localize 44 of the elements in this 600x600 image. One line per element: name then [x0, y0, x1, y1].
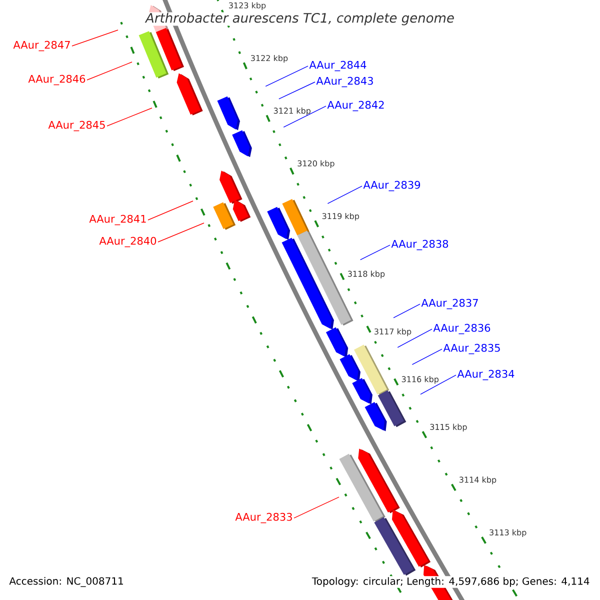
footer-text: Accession: NC_008711: [8, 576, 125, 588]
gene-label: AAur_2837: [421, 298, 478, 310]
leader-line: [278, 82, 316, 100]
gene-label: AAur_2847: [13, 40, 70, 52]
scale-label: 3113 kbp: [490, 529, 526, 537]
leader-line: [72, 30, 118, 46]
scale-label: 3117 kbp: [374, 328, 412, 336]
leader-line: [283, 106, 326, 128]
title: Arthrobacter aurescens TC1, complete genome: [144, 12, 455, 26]
scale-label: 3115 kbp: [430, 424, 467, 432]
gene-label: AAur_2839: [363, 180, 420, 192]
leader-line: [412, 348, 442, 365]
gene-label: AAur_2840: [99, 236, 156, 248]
gene-label: AAur_2845: [48, 120, 105, 132]
scale-label: 3119 kbp: [322, 212, 360, 221]
leader-line: [265, 66, 308, 87]
leader-line: [327, 186, 362, 204]
scale-label: 3121 kbp: [274, 108, 311, 116]
leader-line: [397, 328, 432, 348]
gene-label: AAur_2841: [89, 214, 146, 226]
gene-label: AAur_2838: [391, 240, 448, 250]
leader-line: [294, 496, 340, 518]
scale-label: 3122 kbp: [251, 54, 288, 63]
leader-line: [158, 222, 204, 242]
gene-label: AAur_2833: [235, 512, 292, 524]
gene-label: AAur_2836: [433, 324, 490, 334]
gene-label: AAur_2846: [28, 74, 86, 86]
scale-label: 3123 kbp: [229, 2, 266, 10]
leader-line: [420, 374, 456, 395]
leader-line: [393, 304, 420, 318]
scale-label: 3114 kbp: [460, 476, 496, 484]
gene-label: AAur_2843: [316, 76, 373, 88]
leader-line: [106, 108, 152, 126]
leader-line: [360, 244, 390, 260]
scale-label: 3116 kbp: [402, 376, 439, 384]
gene-label: AAur_2844: [309, 60, 366, 72]
leader-line: [86, 62, 132, 80]
gene-label: AAur_2834: [457, 370, 514, 380]
leader-line: [148, 200, 194, 220]
gene-label: AAur_2835: [443, 344, 500, 354]
scale-label: 3120 kbp: [298, 160, 334, 168]
gene-label: AAur_2842: [327, 100, 384, 112]
scale-label: 3118 kbp: [348, 270, 385, 278]
footer-text: Topology: circular; Length: 4,597,686 bp; Genes: 4,114: [310, 576, 591, 588]
